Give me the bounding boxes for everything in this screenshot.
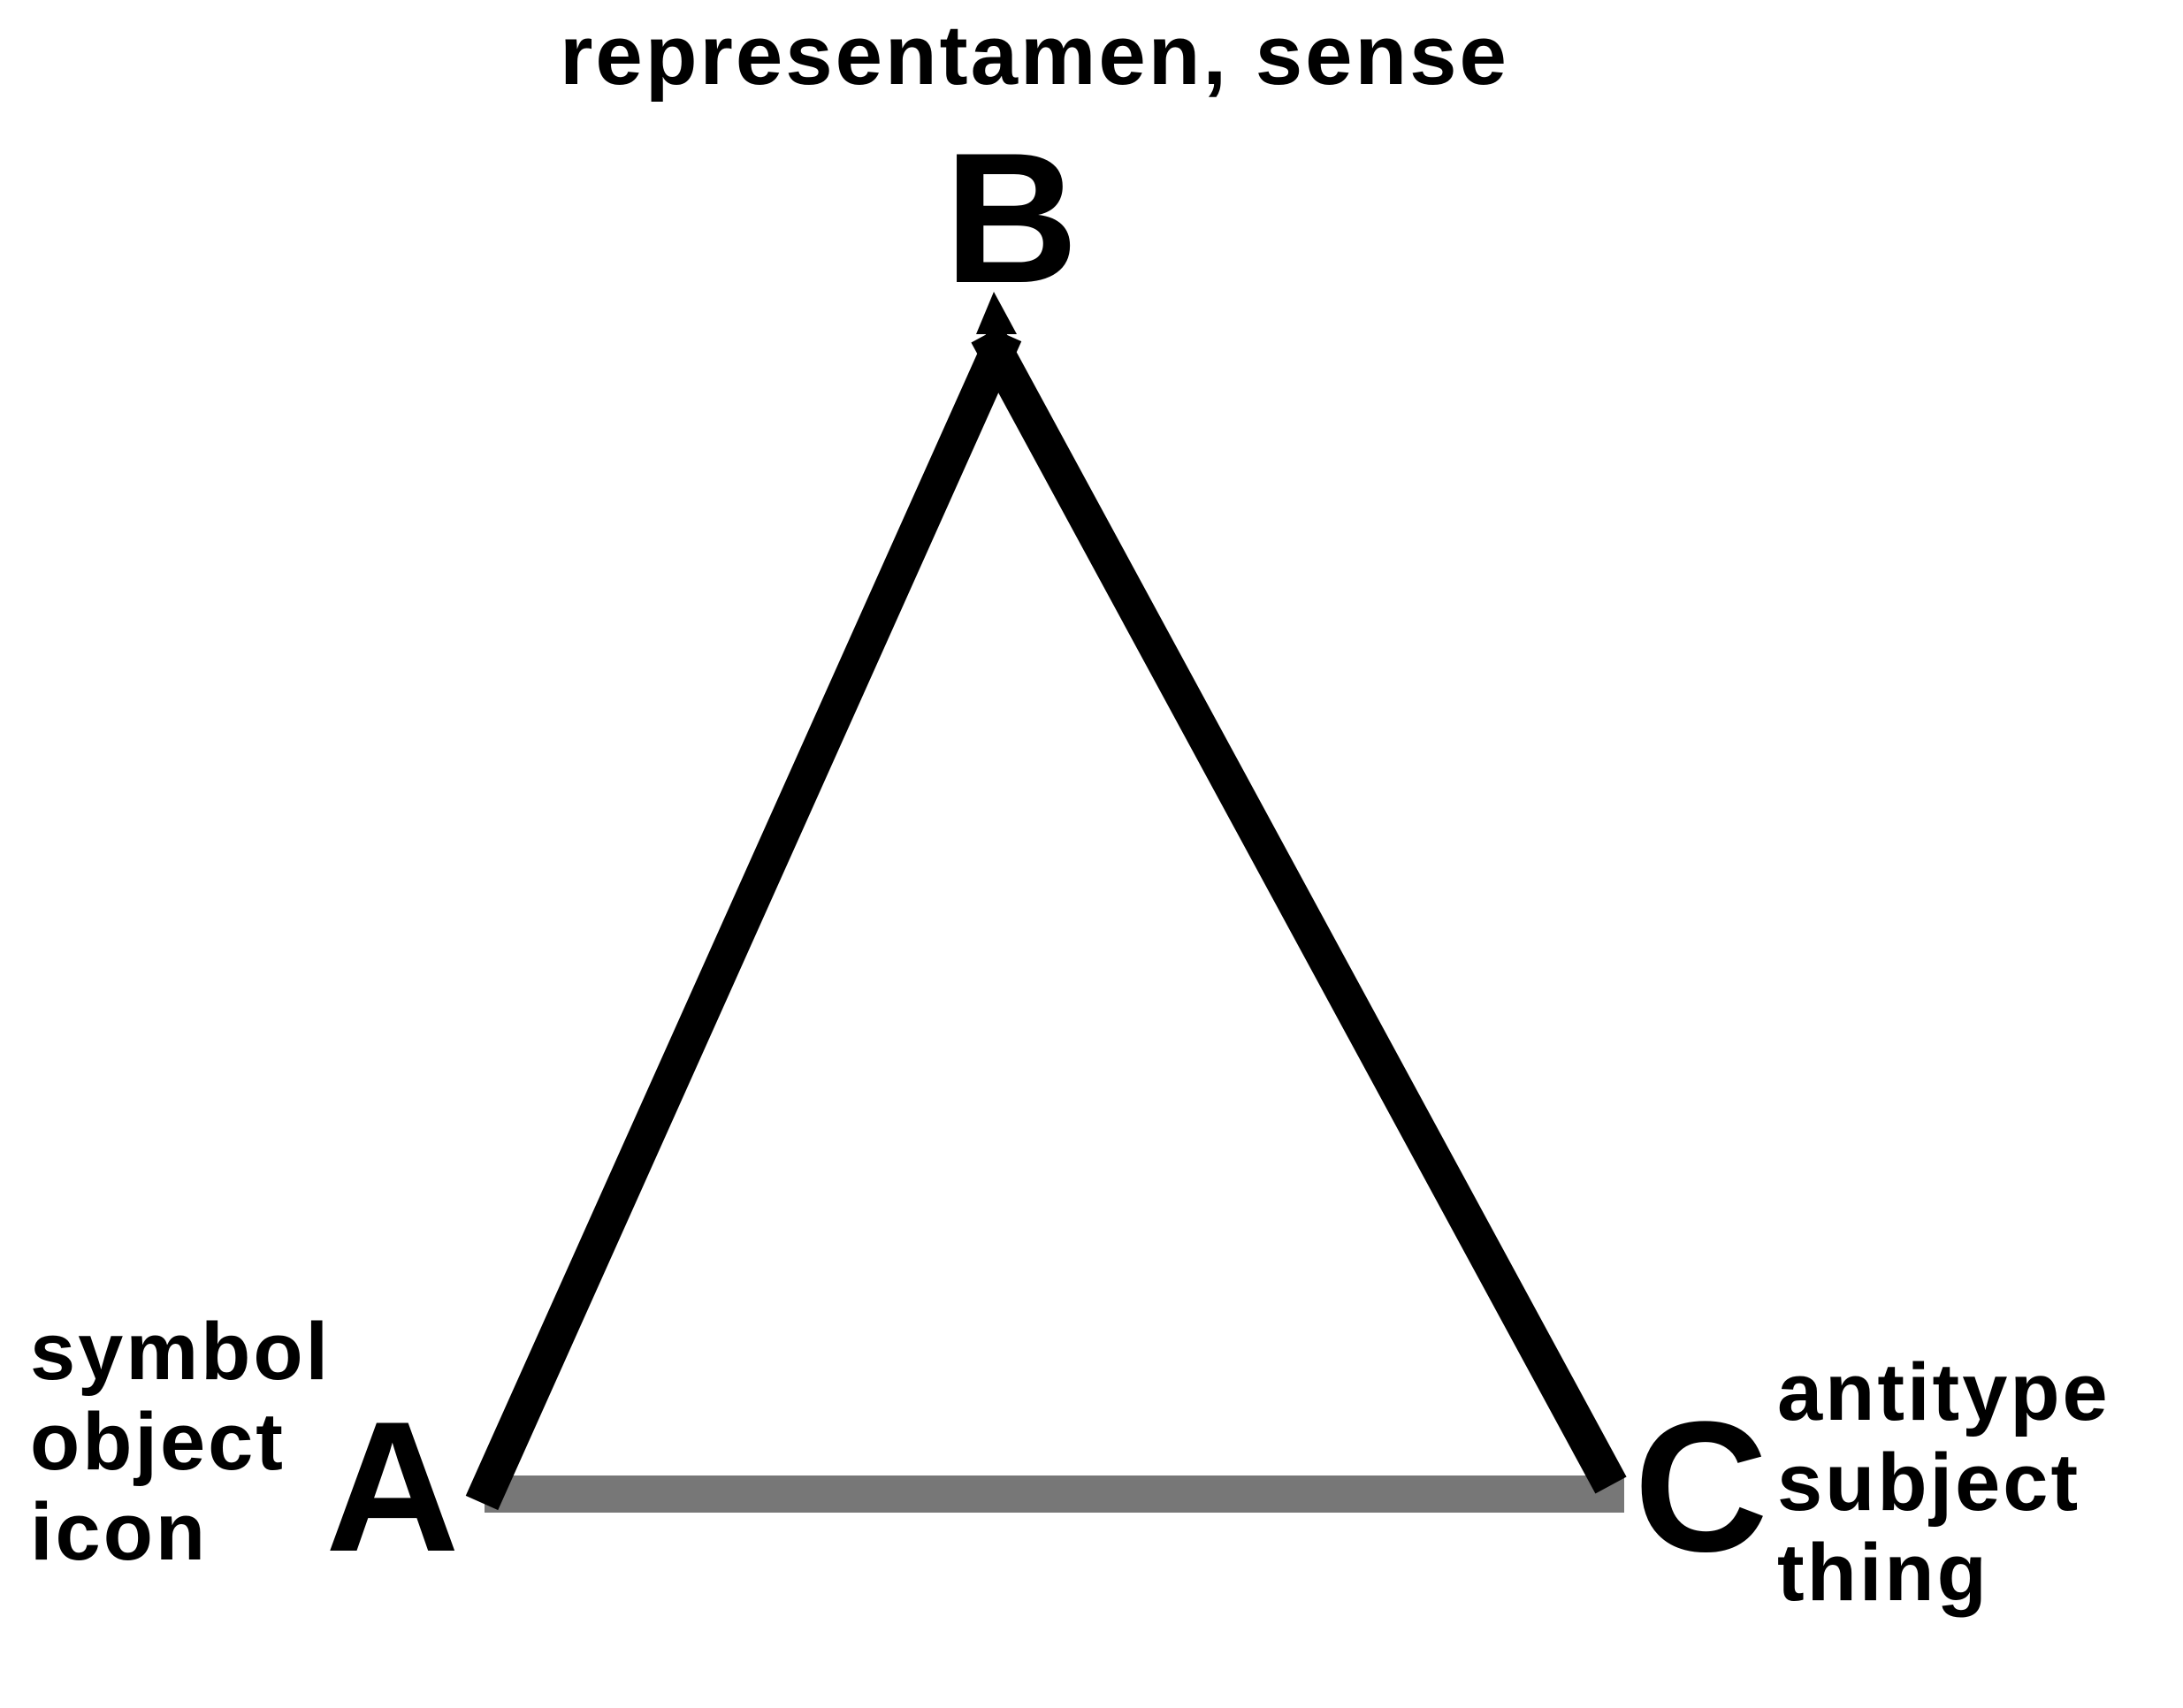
vertex-c-label: C [1634, 1383, 1768, 1590]
vertex-a-term: symbol [30, 1307, 332, 1397]
triangle-apex-b [976, 292, 1017, 334]
vertex-a-term: object [30, 1397, 286, 1487]
vertex-a-term: icon [30, 1487, 209, 1577]
vertex-c-terms: antitype subject thing [1777, 1347, 2110, 1618]
vertex-c-term: thing [1777, 1528, 1989, 1618]
vertex-c-term: antitype [1777, 1347, 2110, 1437]
vertex-a-label: A [325, 1383, 460, 1590]
triangle-side-a-b [465, 326, 1022, 1511]
vertex-b-label: B [944, 114, 1079, 322]
vertex-a-terms: symbol object icon [30, 1307, 331, 1577]
top-label: representamen, sense [560, 8, 1509, 103]
triangle-side-b-c [971, 325, 1627, 1494]
vertex-c-term: subject [1777, 1437, 2081, 1528]
